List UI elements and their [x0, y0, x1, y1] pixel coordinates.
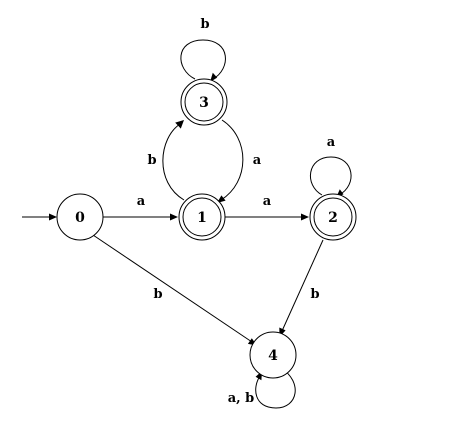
self-loop-3: b	[180, 17, 226, 82]
edge-1-to-3: b	[147, 120, 185, 201]
state-2-label: 2	[328, 210, 338, 226]
state-2: 2	[309, 193, 357, 241]
state-1: 1	[178, 193, 226, 241]
edge-3-to-1: a	[217, 119, 262, 203]
edge-label-2-4: b	[310, 287, 319, 302]
edge-label-0-4: b	[153, 287, 162, 302]
edge-1-to-2: a	[225, 194, 309, 221]
self-loop-2: a	[309, 135, 352, 198]
edge-2-to-4: b	[279, 239, 324, 337]
state-1-label: 1	[197, 210, 207, 226]
state-3: 3	[180, 78, 228, 126]
state-3-label: 3	[199, 95, 209, 111]
state-4: 4	[249, 331, 297, 379]
edge-label-1-3: b	[147, 153, 156, 168]
edge-label-0-1: a	[137, 194, 146, 209]
edge-0-to-4: b	[92, 234, 257, 346]
edge-label-2-2: a	[327, 135, 336, 150]
edge-label-3-3: b	[200, 17, 209, 32]
edge-label-4-4: a, b	[228, 391, 255, 406]
edge-0-to-1: a	[103, 194, 178, 221]
state-0-label: 0	[75, 210, 85, 226]
state-4-label: 4	[268, 348, 278, 364]
edge-label-3-1: a	[253, 153, 262, 168]
state-0: 0	[56, 193, 104, 241]
start-arrow	[22, 213, 57, 221]
edge-label-1-2: a	[263, 194, 272, 209]
